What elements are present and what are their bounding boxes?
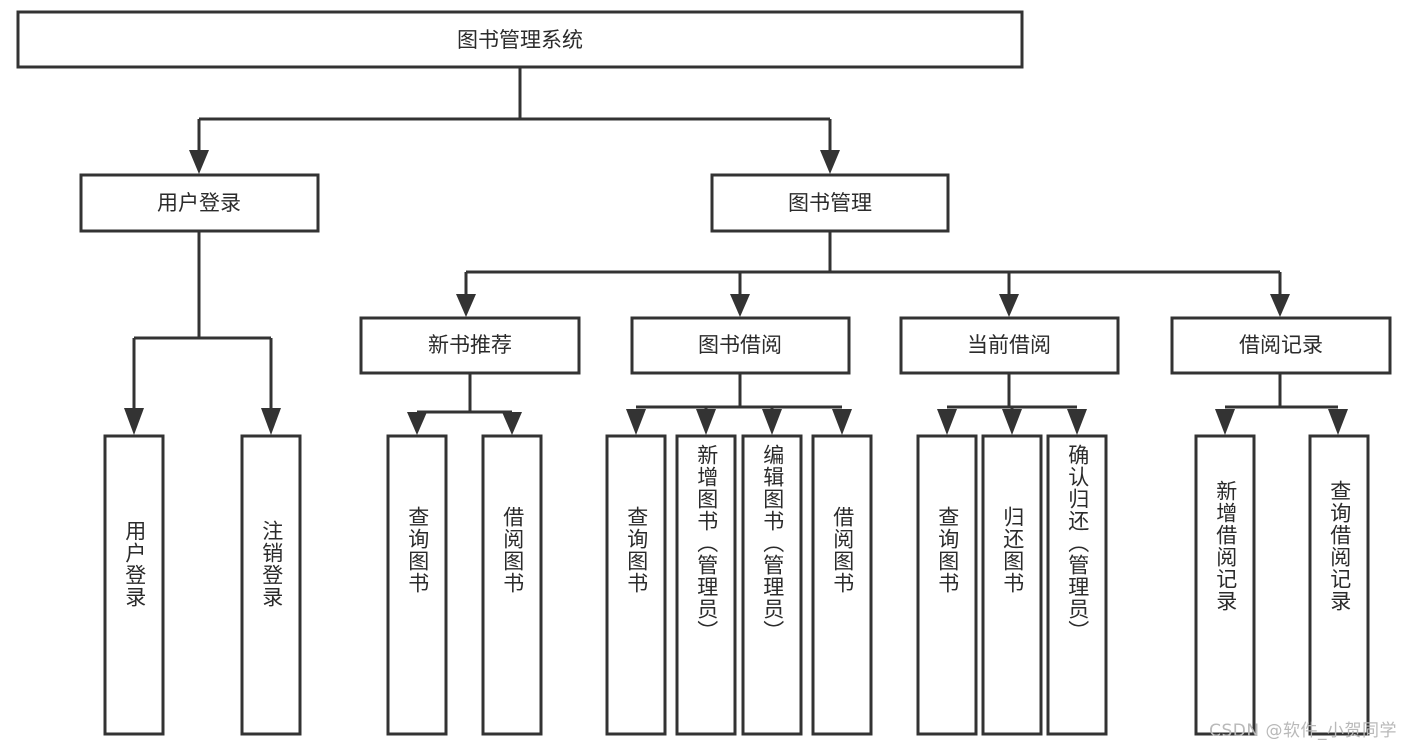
arrow-head-leaf-query-record <box>1328 409 1348 435</box>
node-borrow-record[interactable]: 借阅记录 <box>1170 316 1392 375</box>
node-leaf-confirm-return-rect[interactable] <box>1046 434 1108 736</box>
node-current-borrow-label: 当前借阅 <box>967 333 1051 357</box>
node-borrow-record-label: 借阅记录 <box>1239 333 1323 357</box>
node-new-book-rec[interactable]: 新书推荐 <box>359 316 581 375</box>
arrow-head-borrow-record <box>1270 294 1290 317</box>
node-leaf-query-book-2-rect[interactable] <box>605 434 667 736</box>
arrow-head-leaf-query-book-1 <box>407 412 427 435</box>
node-leaf-query-record-rect[interactable] <box>1308 434 1370 736</box>
node-root-label: 图书管理系统 <box>457 28 583 52</box>
connector-group-new-book-rec <box>407 373 522 435</box>
node-current-borrow[interactable]: 当前借阅 <box>899 316 1120 375</box>
node-leaf-query-book-1-rect[interactable] <box>386 434 448 736</box>
connector-group-current-borrow <box>937 373 1087 435</box>
node-borrow-record-rect[interactable] <box>1170 316 1392 375</box>
arrow-head-book-manage <box>820 150 840 174</box>
node-leaf-borrow-book-2-rect[interactable] <box>811 434 873 736</box>
node-leaf-add-record-rect[interactable] <box>1194 434 1256 736</box>
arrow-head-leaf-return-book <box>1002 409 1022 435</box>
node-user-login[interactable]: 用户登录 <box>79 173 320 233</box>
node-book-borrow[interactable]: 图书借阅 <box>630 316 851 375</box>
connector-group-book-manage <box>456 231 1290 317</box>
connector-group-root <box>189 67 840 174</box>
node-book-manage-label: 图书管理 <box>788 191 872 215</box>
arrow-head-leaf-borrow-book-2 <box>832 409 852 435</box>
csdn-watermark: CSDN @软件_小贺同学 <box>1209 721 1397 741</box>
node-user-login-rect[interactable] <box>79 173 320 233</box>
arrow-head-leaf-confirm-return <box>1067 409 1087 435</box>
node-root-rect[interactable] <box>16 10 1024 69</box>
node-user-login-label: 用户登录 <box>157 191 241 215</box>
node-book-borrow-label: 图书借阅 <box>698 333 782 357</box>
node-new-book-rec-label: 新书推荐 <box>428 333 512 357</box>
connector-group-book-borrow <box>626 373 852 435</box>
node-leaf-query-book-3-rect[interactable] <box>916 434 978 736</box>
arrow-head-leaf-query-book-3 <box>937 409 957 435</box>
arrow-head-leaf-edit-book <box>762 409 782 435</box>
arrow-head-leaf-add-book <box>696 409 716 435</box>
node-leaf-return-book-rect[interactable] <box>981 434 1043 736</box>
connector-group-borrow-record <box>1215 373 1348 435</box>
arrow-head-leaf-user-logout <box>261 408 281 435</box>
node-leaf-add-book-rect[interactable] <box>675 434 737 736</box>
node-book-manage-rect[interactable] <box>710 173 950 233</box>
arrow-head-leaf-borrow-book-1 <box>502 412 522 435</box>
node-book-manage[interactable]: 图书管理 <box>710 173 950 233</box>
node-new-book-rec-rect[interactable] <box>359 316 581 375</box>
arrow-head-book-borrow <box>730 294 750 317</box>
node-root[interactable]: 图书管理系统 <box>16 10 1024 69</box>
node-book-borrow-rect[interactable] <box>630 316 851 375</box>
node-current-borrow-rect[interactable] <box>899 316 1120 375</box>
arrow-head-leaf-query-book-2 <box>626 409 646 435</box>
arrow-head-leaf-add-record <box>1215 409 1235 435</box>
arrow-head-leaf-user-login <box>124 408 144 435</box>
arrow-head-user-login <box>189 150 209 174</box>
arrow-head-current-borrow <box>999 294 1019 317</box>
node-leaf-user-logout-rect[interactable] <box>240 434 302 736</box>
connector-group-user-login <box>124 231 281 435</box>
node-leaf-edit-book-rect[interactable] <box>741 434 803 736</box>
arrow-head-new-book-rec <box>456 294 476 317</box>
node-leaf-borrow-book-1-rect[interactable] <box>481 434 543 736</box>
node-leaf-user-login-rect[interactable] <box>103 434 165 736</box>
